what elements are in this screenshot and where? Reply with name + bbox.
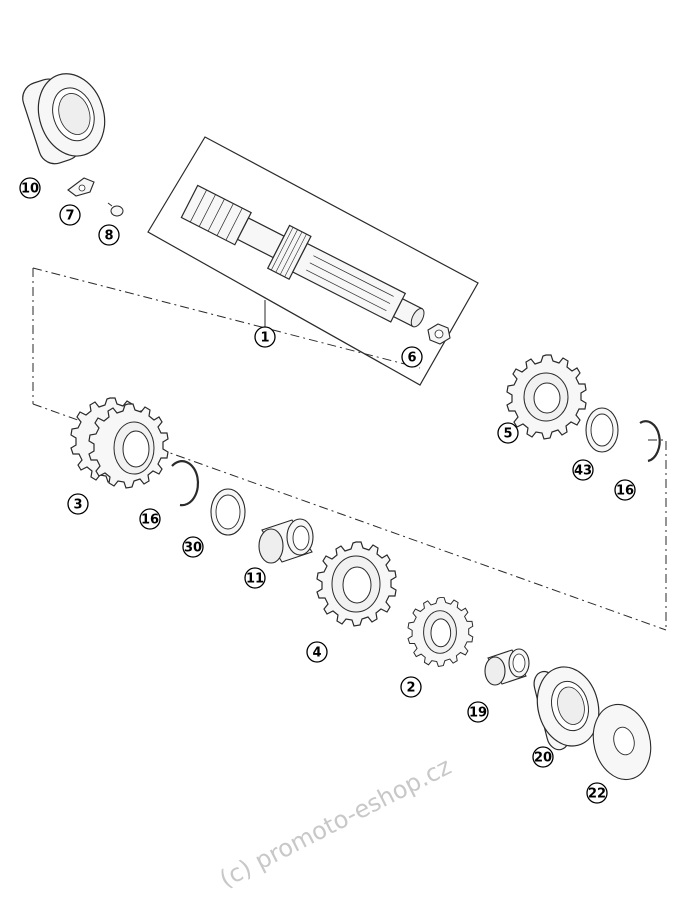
- assembly-guide-lines: [32, 267, 667, 631]
- part-43-washer: [585, 407, 619, 453]
- part-5-gear: [506, 354, 587, 440]
- callout-7: 7: [59, 204, 81, 226]
- part-3-double-gear: [70, 397, 169, 489]
- svg-text:16: 16: [616, 484, 634, 499]
- shaft-group-outline: [147, 136, 479, 386]
- callout-10: 10: [19, 177, 41, 199]
- callout-3: 3: [67, 493, 89, 515]
- svg-text:5: 5: [503, 427, 512, 442]
- part-7-lock-washer: [67, 177, 95, 197]
- callout-4: 4: [306, 641, 328, 663]
- callout-16-right: 16: [614, 479, 636, 501]
- svg-text:43: 43: [574, 464, 592, 479]
- callout-5: 5: [497, 422, 519, 444]
- svg-text:16: 16: [141, 513, 159, 528]
- svg-text:2: 2: [406, 681, 415, 696]
- svg-text:6: 6: [407, 351, 416, 366]
- callout-16-left: 16: [139, 508, 161, 530]
- part-1-main-shaft: [180, 184, 425, 328]
- part-30-washer: [210, 488, 246, 536]
- part-16-circlip-left: [171, 460, 200, 507]
- callout-6: 6: [401, 346, 423, 368]
- part-4-gear: [316, 541, 397, 627]
- part-22-shim: [592, 703, 652, 781]
- callout-1: 1: [254, 326, 276, 348]
- part-10-bearing: [22, 73, 106, 165]
- part-11-needle-bearing: [258, 518, 314, 564]
- svg-text:30: 30: [184, 541, 202, 556]
- watermark-text: (c) promoto-eshop.cz: [215, 752, 456, 893]
- callout-2: 2: [400, 676, 422, 698]
- svg-text:20: 20: [534, 751, 552, 766]
- svg-text:10: 10: [21, 182, 39, 197]
- callout-20: 20: [532, 746, 554, 768]
- svg-text:1: 1: [260, 331, 269, 346]
- part-16-circlip-right: [639, 420, 661, 463]
- part-2-gear: [407, 597, 474, 667]
- callout-43: 43: [572, 459, 594, 481]
- callout-11: 11: [244, 567, 266, 589]
- svg-text:3: 3: [73, 498, 82, 513]
- callout-8: 8: [98, 224, 120, 246]
- callout-19: 19: [467, 701, 489, 723]
- svg-text:7: 7: [65, 209, 74, 224]
- part-8-screw: [107, 202, 124, 217]
- callout-22: 22: [586, 782, 608, 804]
- part-20-bearing: [533, 666, 600, 751]
- svg-text:11: 11: [246, 572, 264, 587]
- svg-text:22: 22: [588, 787, 606, 802]
- part-19-bushing: [484, 648, 530, 686]
- part-6-nut: [427, 323, 451, 345]
- callout-30: 30: [182, 536, 204, 558]
- svg-text:8: 8: [104, 229, 113, 244]
- svg-text:4: 4: [312, 646, 321, 661]
- svg-text:19: 19: [469, 706, 487, 721]
